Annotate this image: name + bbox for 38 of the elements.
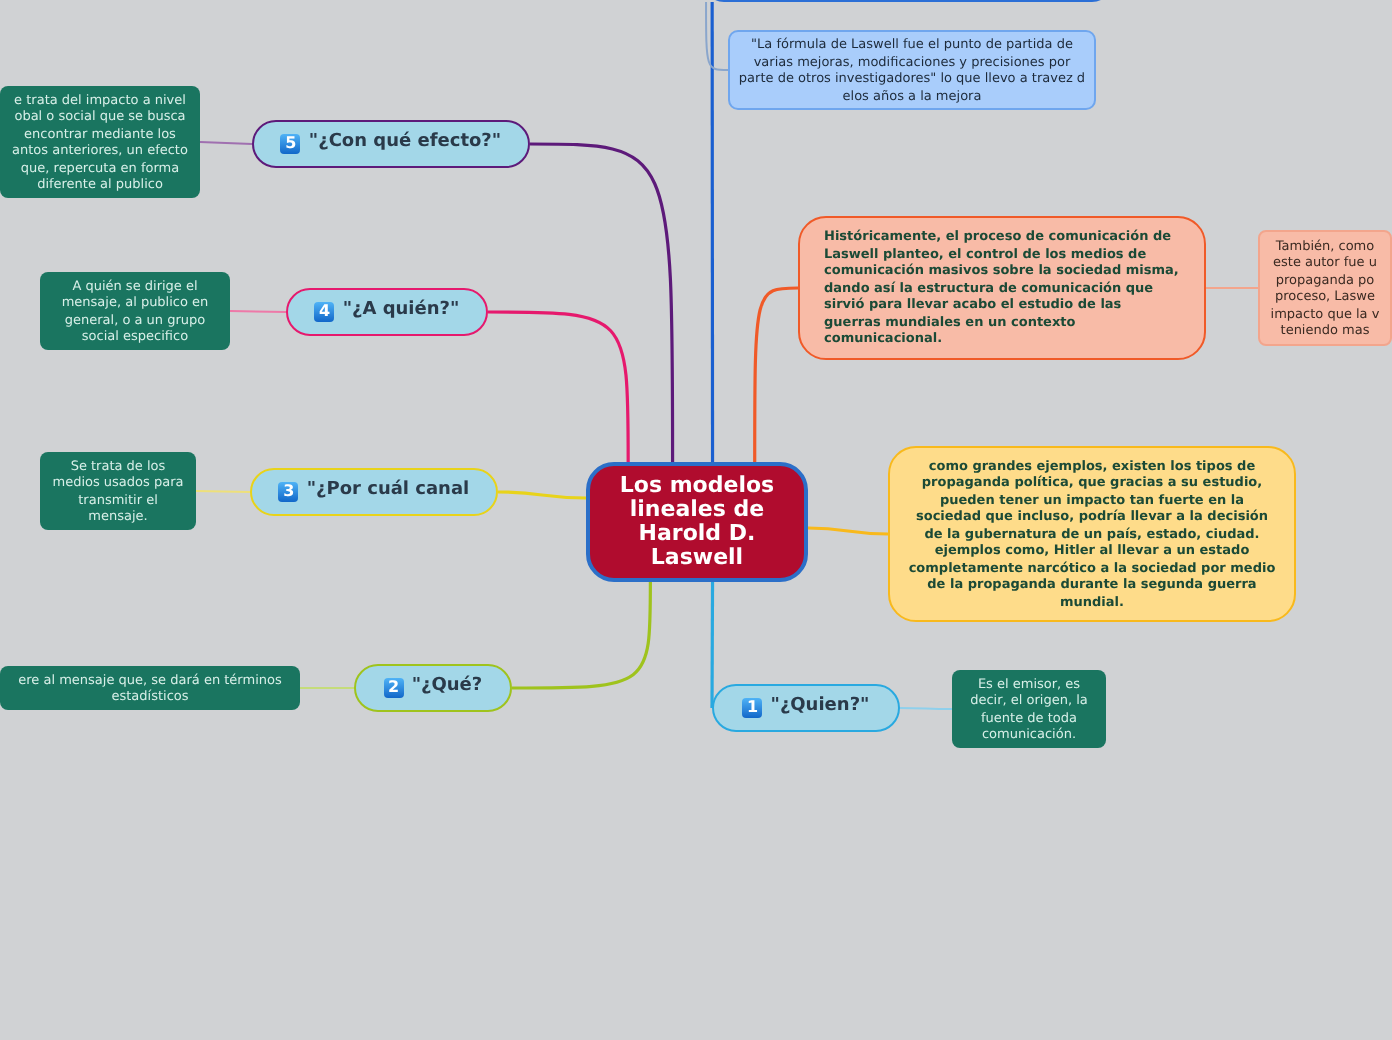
subtopic-box <box>888 446 1296 622</box>
number-badge: 2 <box>383 678 404 698</box>
number-badge: 4 <box>314 302 335 322</box>
subtopic-box <box>952 670 1106 748</box>
connector-line <box>195 490 251 493</box>
topic-label: "¿Qué? <box>411 674 483 701</box>
connector-line <box>710 582 715 708</box>
subtopic-box <box>0 666 300 710</box>
connector-line <box>530 142 675 462</box>
number-badge: 1 <box>742 698 763 718</box>
connector-line <box>753 286 798 462</box>
subtopic-box <box>40 272 230 350</box>
connector-line <box>1205 287 1259 289</box>
connector-line <box>705 1 729 71</box>
question-topic <box>250 468 498 516</box>
connector-line <box>299 687 355 689</box>
central-topic <box>586 462 808 582</box>
number-badge: 5 <box>280 134 301 154</box>
topic-label: "¿Quien?" <box>770 694 870 721</box>
question-topic <box>286 288 488 336</box>
topic-label: "¿Por cuál canal <box>306 478 470 505</box>
connector-line <box>229 310 287 313</box>
connector-line <box>512 582 652 690</box>
connector-line <box>710 2 715 462</box>
subtopic-box <box>40 452 196 530</box>
subtopic-box <box>798 216 1206 360</box>
topic-text: Los modelos lineales de Harold D. Laswell <box>617 474 777 570</box>
connector-line <box>488 310 630 462</box>
connector-line <box>498 490 586 500</box>
number-badge: 3 <box>278 482 299 502</box>
topic-label: "¿Con qué efecto?" <box>308 130 502 157</box>
question-topic <box>252 120 530 168</box>
connector-line <box>199 141 253 145</box>
connector-line <box>899 707 953 710</box>
topic-label: "¿A quién?" <box>342 298 460 325</box>
question-topic <box>712 684 900 732</box>
question-topic <box>354 664 512 712</box>
connector-line <box>807 526 889 536</box>
